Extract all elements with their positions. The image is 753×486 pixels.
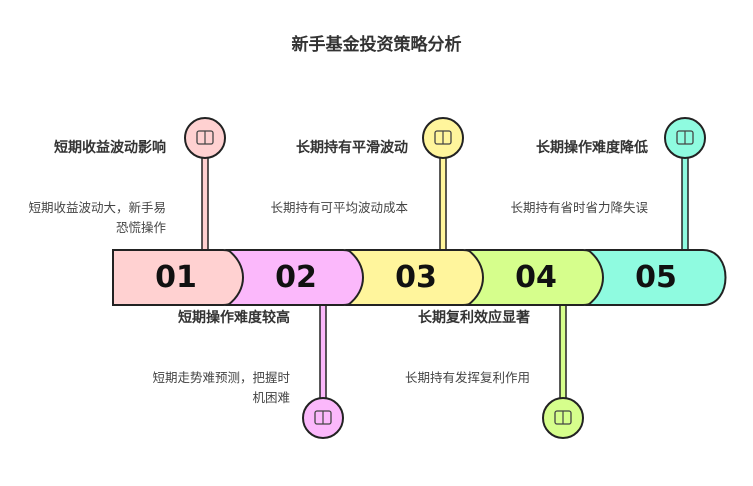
desk-icon xyxy=(664,117,706,159)
radio-tower-icon xyxy=(184,117,226,159)
step-2-number: 02 xyxy=(275,260,317,295)
diagram-title: 新手基金投资策略分析 xyxy=(291,35,462,55)
step-5-number: 05 xyxy=(635,260,677,295)
step-3-number: 03 xyxy=(395,260,437,295)
step-1-desc: 短期收益波动大，新手易恐慌操作 xyxy=(28,200,166,235)
step-4-number: 04 xyxy=(515,260,557,295)
step-1-number: 01 xyxy=(155,260,197,295)
step-1-title: 短期收益波动影响 xyxy=(54,140,166,156)
scale-icon xyxy=(422,117,464,159)
step-4-desc: 长期持有发挥复利作用 xyxy=(404,370,530,385)
step-5-segment xyxy=(585,249,727,306)
step-5-title: 长期操作难度降低 xyxy=(536,140,648,156)
step-5-desc: 长期持有省时省力降失误 xyxy=(510,200,648,215)
step-3-title: 长期持有平滑波动 xyxy=(296,140,408,156)
growth-target-icon xyxy=(542,397,584,439)
step-2-title: 短期操作难度较高 xyxy=(178,310,290,326)
worker-icon xyxy=(302,397,344,439)
step-3-desc: 长期持有可平均波动成本 xyxy=(270,200,408,215)
step-4-title: 长期复利效应显著 xyxy=(418,310,530,326)
step-2-desc: 短期走势难预测，把握时机困难 xyxy=(152,370,290,405)
